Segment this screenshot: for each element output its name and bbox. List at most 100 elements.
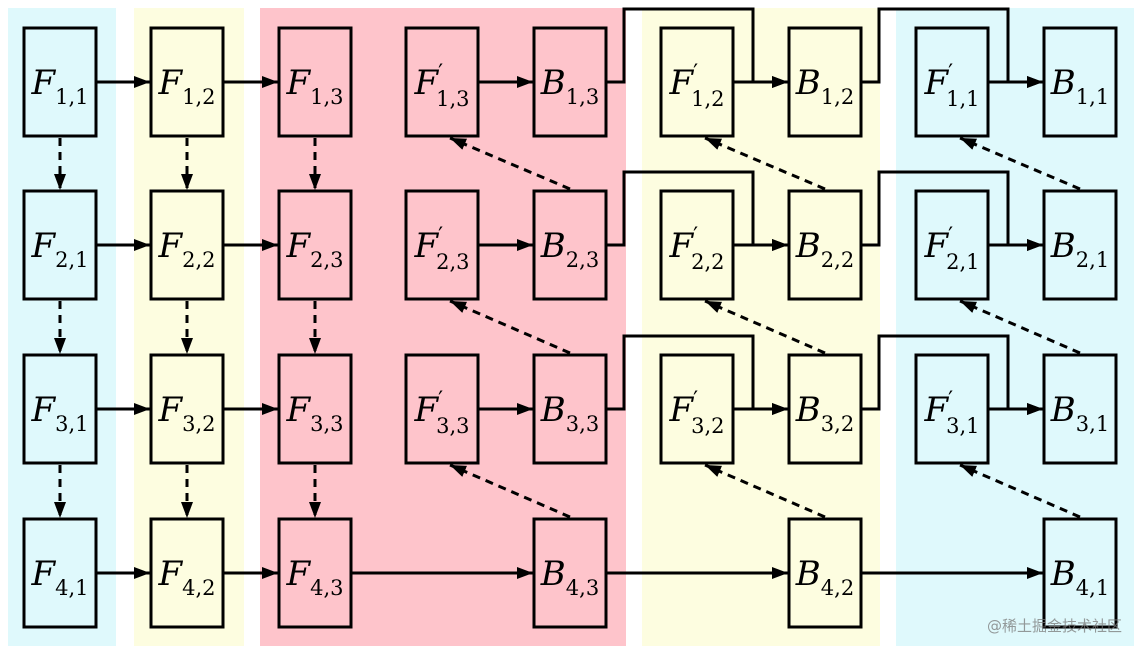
node-label-sub: 4,1 bbox=[1076, 576, 1109, 600]
node-label: B1,2 bbox=[795, 63, 854, 109]
node-label-base: F bbox=[31, 390, 57, 430]
node-label-sub: 1,3 bbox=[566, 85, 599, 109]
prime-mark: ′ bbox=[693, 224, 698, 249]
node-label-base: B bbox=[540, 554, 566, 594]
node-label: F′2,3 bbox=[414, 224, 470, 274]
node-fp13: F′1,3 bbox=[404, 26, 480, 138]
node-b31: B3,1 bbox=[1042, 353, 1118, 465]
node-label: F2,1 bbox=[31, 226, 89, 272]
node-label: F′1,2 bbox=[669, 61, 725, 111]
node-label: F2,3 bbox=[286, 226, 344, 272]
node-b42: B4,2 bbox=[787, 517, 863, 629]
node-label: F3,3 bbox=[286, 390, 344, 436]
node-box bbox=[532, 189, 608, 301]
node-fp12: F′1,2 bbox=[659, 26, 735, 138]
node-label-sub: 3,1 bbox=[1076, 412, 1109, 436]
node-b43: B4,3 bbox=[532, 517, 608, 629]
node-label-base: F bbox=[158, 226, 184, 266]
node-label: F4,3 bbox=[286, 554, 344, 600]
watermark-text: @稀土掘金技术社区 bbox=[986, 617, 1122, 635]
node-label-base: F bbox=[31, 226, 57, 266]
node-label: F4,2 bbox=[158, 554, 216, 600]
edge-b23-b22 bbox=[606, 170, 788, 251]
node-b21: B2,1 bbox=[1042, 189, 1118, 301]
node-label-sub: 3,3 bbox=[436, 414, 469, 438]
prime-mark: ′ bbox=[693, 388, 698, 413]
node-label: F′3,2 bbox=[669, 388, 725, 438]
prime-mark: ′ bbox=[438, 61, 443, 86]
node-label: F′2,1 bbox=[924, 224, 980, 274]
prime-mark: ′ bbox=[948, 388, 953, 413]
node-label-base: F bbox=[31, 63, 57, 103]
node-f33: F3,3 bbox=[277, 353, 353, 465]
node-label-base: F bbox=[158, 554, 184, 594]
edge-b41-fp31 bbox=[959, 463, 1081, 519]
node-box bbox=[787, 353, 863, 465]
node-label-sub: 1,3 bbox=[310, 85, 343, 109]
node-label-sub: 1,2 bbox=[691, 87, 724, 111]
node-label-base: B bbox=[795, 390, 821, 430]
node-box bbox=[532, 517, 608, 629]
node-box bbox=[277, 189, 353, 301]
edge-b31-fp21 bbox=[959, 299, 1081, 355]
node-label: F1,3 bbox=[286, 63, 344, 109]
node-box bbox=[404, 353, 480, 465]
node-label: F′1,1 bbox=[924, 61, 980, 111]
node-label-base: F bbox=[924, 390, 950, 430]
node-label-sub: 2,2 bbox=[691, 250, 724, 274]
node-box bbox=[532, 26, 608, 138]
node-label: B2,3 bbox=[540, 226, 599, 272]
node-box bbox=[659, 26, 735, 138]
node-label-sub: 1,1 bbox=[1076, 85, 1109, 109]
node-label-sub: 1,1 bbox=[946, 87, 979, 111]
node-label-sub: 3,2 bbox=[182, 412, 215, 436]
node-box bbox=[149, 26, 225, 138]
node-label-sub: 3,3 bbox=[566, 412, 599, 436]
prime-mark: ′ bbox=[438, 388, 443, 413]
node-fp23: F′2,3 bbox=[404, 189, 480, 301]
node-fp11: F′1,1 bbox=[914, 26, 990, 138]
node-label-sub: 2,1 bbox=[1076, 248, 1109, 272]
node-label: B3,3 bbox=[540, 390, 599, 436]
node-box bbox=[659, 189, 735, 301]
edge-b23-fp13 bbox=[449, 136, 571, 191]
edge-b42-fp32 bbox=[704, 463, 826, 519]
node-label-base: F bbox=[158, 63, 184, 103]
node-label-base: B bbox=[795, 554, 821, 594]
node-label-base: B bbox=[540, 390, 566, 430]
node-label-sub: 4,2 bbox=[821, 576, 854, 600]
edge-b21-fp11 bbox=[959, 136, 1081, 191]
node-box bbox=[1042, 517, 1118, 629]
node-box bbox=[787, 189, 863, 301]
node-label-sub: 3,3 bbox=[310, 412, 343, 436]
node-label-base: F bbox=[286, 554, 312, 594]
node-box bbox=[1042, 353, 1118, 465]
node-b12: B1,2 bbox=[787, 26, 863, 138]
node-label: B2,1 bbox=[1050, 226, 1109, 272]
node-label-sub: 4,3 bbox=[566, 576, 599, 600]
prime-mark: ′ bbox=[693, 61, 698, 86]
edge-b43-fp33 bbox=[449, 463, 571, 519]
node-box bbox=[914, 353, 990, 465]
node-label-sub: 2,3 bbox=[310, 248, 343, 272]
node-box bbox=[277, 353, 353, 465]
node-label-sub: 4,3 bbox=[310, 576, 343, 600]
node-box bbox=[1042, 189, 1118, 301]
node-label: B3,1 bbox=[1050, 390, 1109, 436]
node-label-sub: 2,1 bbox=[946, 250, 979, 274]
node-b33: B3,3 bbox=[532, 353, 608, 465]
edges bbox=[54, 7, 1081, 579]
node-box bbox=[22, 517, 98, 629]
node-label-base: F bbox=[414, 63, 440, 103]
node-f13: F1,3 bbox=[277, 26, 353, 138]
node-box bbox=[404, 189, 480, 301]
node-b32: B3,2 bbox=[787, 353, 863, 465]
edge-b32-fp22 bbox=[704, 299, 826, 355]
node-label-base: B bbox=[540, 63, 566, 103]
node-label-sub: 2,3 bbox=[436, 250, 469, 274]
node-label-base: B bbox=[1050, 390, 1076, 430]
node-b11: B1,1 bbox=[1042, 26, 1118, 138]
node-label-base: F bbox=[158, 390, 184, 430]
node-label-sub: 1,1 bbox=[55, 85, 88, 109]
